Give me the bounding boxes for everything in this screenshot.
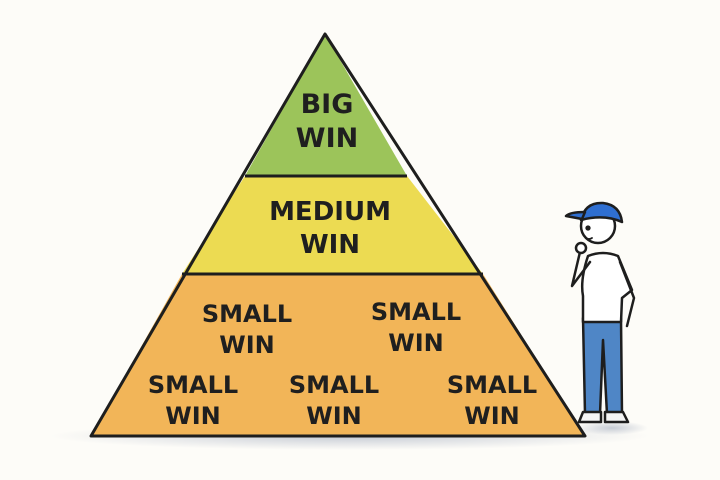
person-legs — [581, 316, 624, 416]
small-win-2-line2: WIN — [388, 329, 444, 357]
person-mouth — [585, 237, 593, 240]
thinking-person-figure — [564, 201, 636, 424]
pyramid-bottom-tier — [91, 274, 585, 436]
person-right-arm — [618, 260, 636, 328]
small-win-5-line1: SMALL — [447, 371, 537, 399]
person-cap-brim — [564, 210, 587, 221]
person-hand-at-chin — [574, 241, 588, 255]
small-win-4-line2: WIN — [306, 402, 362, 430]
person-eye — [585, 225, 591, 231]
person-cap — [579, 201, 624, 224]
person-left-shoe — [577, 410, 603, 424]
figure-shadow — [576, 421, 648, 435]
small-win-3-line2: WIN — [165, 402, 221, 430]
small-win-3-line1: SMALL — [148, 371, 238, 399]
person-right-shoe — [603, 410, 630, 424]
small-win-2-line1: SMALL — [371, 298, 461, 326]
pyramid-top-tier — [245, 34, 407, 176]
small-win-5-line2: WIN — [464, 402, 520, 430]
medium-win-label-line1: MEDIUM — [269, 197, 391, 227]
small-win-1-line1: SMALL — [202, 300, 292, 328]
person-left-arm — [570, 250, 592, 288]
small-win-1-line2: WIN — [219, 331, 275, 359]
person-shirt — [580, 251, 634, 324]
big-win-label-line1: BIG — [301, 89, 354, 120]
big-win-label-line2: WIN — [296, 123, 358, 154]
pyramid-middle-tier — [182, 176, 483, 274]
small-win-4-line1: SMALL — [289, 371, 379, 399]
pyramid-outline — [89, 32, 587, 438]
medium-win-label-line2: WIN — [300, 230, 360, 260]
